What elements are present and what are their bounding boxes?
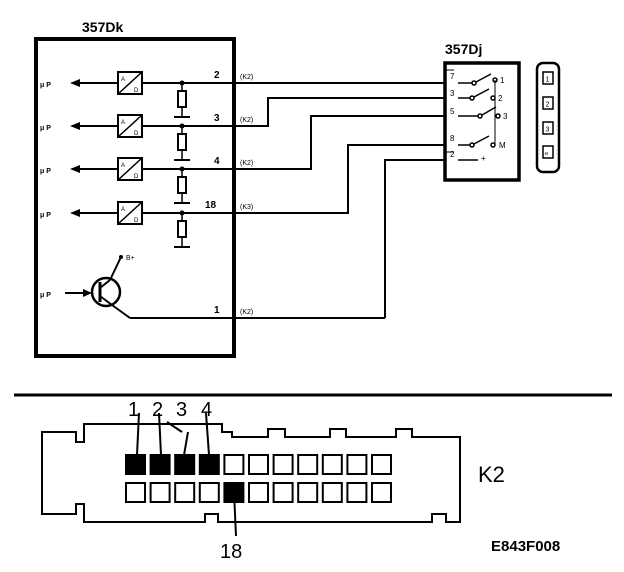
connector-label: (K2) — [240, 160, 253, 167]
output-transistor: μ P B+ 1 (K2) — [40, 255, 385, 319]
figure-code: E843F008 — [491, 538, 560, 555]
connector-pin-top-10 — [346, 454, 368, 475]
svg-text:3: 3 — [503, 112, 508, 121]
svg-text:8: 8 — [450, 134, 455, 143]
channel-3: μ P A D 4 (K2) — [40, 156, 253, 204]
connector-k2: 1 2 3 4 18 K2 — [41, 399, 505, 563]
svg-text:«: « — [545, 151, 549, 158]
switch-unit-title: 357Dj — [445, 41, 482, 57]
svg-text:D: D — [134, 131, 139, 137]
connector-pin-top-4 — [198, 454, 220, 475]
pin-number: 18 — [205, 200, 217, 211]
connector-pin-top-11 — [371, 454, 392, 475]
svg-text:A: A — [121, 120, 125, 126]
svg-text:D: D — [134, 88, 139, 94]
pull-down-resistor — [177, 90, 187, 108]
connector-pin-bottom-4 — [198, 482, 220, 503]
switch-unit: 357Dj 7 3 5 8 2 1 2 3 M + — [443, 41, 521, 182]
arrow-left-icon — [70, 165, 80, 173]
pull-down-resistor — [177, 220, 187, 238]
pin-number: 2 — [214, 70, 220, 81]
connector-pin-top-7 — [272, 454, 294, 475]
button-panel: 1 2 3 « — [535, 61, 561, 174]
connector-pin-bottom-7 — [272, 482, 294, 503]
connector-label: (K2) — [240, 74, 253, 81]
pin-number: 3 — [214, 113, 220, 124]
ecu-box — [34, 37, 236, 358]
svg-text:3: 3 — [546, 127, 550, 134]
arrow-left-icon — [70, 209, 80, 217]
svg-text:A: A — [121, 207, 125, 213]
connector-pin-top-1 — [125, 454, 146, 475]
connector-label-k2: K2 — [478, 462, 505, 487]
pin-label-2: 2 — [152, 399, 163, 421]
connector-pin-bottom-6 — [248, 482, 269, 503]
ecu-title: 357Dk — [82, 19, 123, 35]
connector-pin-bottom-10 — [346, 482, 368, 503]
microprocessor-label: μ P — [40, 82, 51, 89]
pin-label-4: 4 — [201, 399, 212, 421]
button-1 — [542, 71, 554, 85]
connector-pin-top-3 — [174, 454, 196, 475]
pin-label-3: 3 — [176, 399, 187, 421]
supply-label: B+ — [126, 255, 135, 262]
connector-pin-top-8 — [297, 454, 319, 475]
connector-pin-bottom-8 — [297, 482, 319, 503]
connector-pin-top-5 — [223, 454, 245, 475]
svg-text:A: A — [121, 77, 125, 83]
connector-label: (K2) — [240, 309, 253, 316]
svg-text:5: 5 — [450, 107, 455, 116]
transistor-symbol — [90, 276, 122, 308]
channel-2: μ P A D 3 (K2) — [40, 113, 253, 161]
svg-text:D: D — [134, 218, 139, 224]
svg-text:2: 2 — [450, 150, 455, 159]
button-2 — [542, 96, 554, 110]
svg-text:2: 2 — [546, 102, 550, 109]
channel-1: μ P A D 2 (K2) — [40, 70, 253, 118]
connector-pin-bottom-9 — [321, 482, 343, 503]
pin-number: 4 — [214, 156, 220, 167]
connector-label: (K2) — [240, 117, 253, 124]
pull-down-resistor — [177, 176, 187, 194]
connector-outline — [41, 423, 461, 523]
pull-down-resistor — [177, 133, 187, 151]
microprocessor-label: μ P — [40, 168, 51, 175]
connector-pin-bottom-1 — [125, 482, 146, 503]
pin-number: 1 — [214, 305, 220, 316]
svg-text:+: + — [481, 154, 486, 163]
pin-label-18: 18 — [220, 541, 242, 563]
connector-pin-bottom-2 — [149, 482, 171, 503]
svg-text:A: A — [121, 163, 125, 169]
switch-unit-box — [443, 61, 521, 182]
microprocessor-label: μ P — [40, 292, 51, 299]
svg-text:2: 2 — [498, 94, 503, 103]
connector-pin-top-6 — [248, 454, 269, 475]
svg-text:3: 3 — [450, 89, 455, 98]
channel-4: μ P A D 18 (K3) — [40, 200, 253, 248]
arrow-right-icon — [83, 289, 92, 297]
connector-pin-bottom-11 — [371, 482, 392, 503]
svg-text:1: 1 — [500, 76, 505, 85]
svg-text:M: M — [499, 141, 506, 150]
wiring-harness — [237, 82, 445, 318]
button-back — [542, 145, 554, 159]
microprocessor-label: μ P — [40, 125, 51, 132]
connector-pin-bottom-3 — [174, 482, 196, 503]
arrow-left-icon — [70, 122, 80, 130]
svg-text:D: D — [134, 174, 139, 180]
svg-text:7: 7 — [450, 72, 455, 81]
connector-pin-top-2 — [149, 454, 171, 475]
svg-text:1: 1 — [546, 77, 550, 84]
arrow-left-icon — [70, 79, 80, 87]
pin-label-1: 1 — [128, 399, 139, 421]
connector-pin-top-9 — [321, 454, 343, 475]
button-3 — [542, 121, 554, 135]
pin-grid — [125, 454, 392, 503]
connector-label: (K3) — [240, 204, 253, 211]
microprocessor-label: μ P — [40, 212, 51, 219]
